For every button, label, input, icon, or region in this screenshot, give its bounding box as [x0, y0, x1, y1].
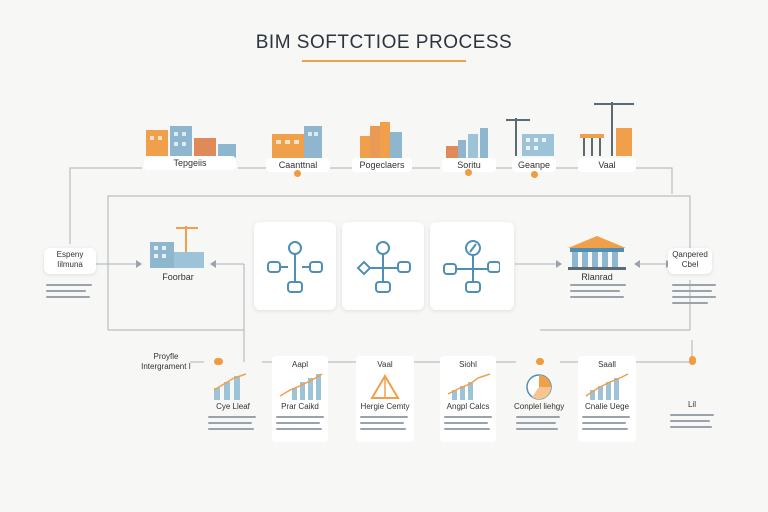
top-node-label: Geanpe: [517, 160, 551, 170]
line-chart-icon: [279, 373, 323, 400]
process-card-1[interactable]: [254, 222, 336, 310]
top-node-3: Pogeclaers: [352, 118, 412, 174]
middle-left-label: Proyfle Intergrament I: [141, 352, 191, 371]
accent-dot: [531, 171, 538, 178]
bottom-node-top-label: Aapl: [291, 360, 308, 369]
bottom-node-7: Lil: [666, 356, 718, 436]
bottom-node-label: Cye Lleaf: [216, 402, 250, 411]
process-card-3[interactable]: [430, 222, 514, 310]
top-node-1: Tepgeiis: [140, 118, 240, 172]
top-node-5: Geanpe: [500, 114, 560, 180]
top-node-label: Tepgeiis: [173, 158, 207, 168]
title-underline: [302, 60, 466, 62]
process-card-2[interactable]: [342, 222, 424, 310]
flow-compass-icon: [443, 240, 500, 293]
office-building-icon: [272, 126, 322, 158]
accent-dot: [465, 169, 472, 176]
right-output-label: Qanpered Cbel: [672, 250, 708, 269]
left-input-notes: [46, 284, 96, 298]
bottom-node-label: Angpl Calcs: [446, 402, 490, 411]
bottom-node-top-label: Siohl: [459, 360, 477, 369]
bottom-node-label: Conplel liehgy: [514, 402, 565, 411]
bottom-node-4: Siohl Angpl Calcs: [440, 356, 543, 442]
top-node-label: Soritu: [457, 160, 481, 170]
left-input-box: Espeny Iilmuna: [44, 248, 96, 274]
bottom-node-label: Prar Caikd: [281, 402, 319, 411]
top-node-6: Vaal: [574, 98, 638, 174]
tower-crane-icon: [580, 102, 634, 156]
city-skyline-icon: [446, 128, 488, 158]
pie-chart-icon: [526, 374, 552, 400]
bottom-node-2: Aapl Prar Caikd: [272, 356, 328, 442]
classic-building-icon: [568, 236, 626, 270]
accent-dot: [216, 358, 223, 365]
crane-building-icon: [506, 118, 554, 156]
triangle-icon: [370, 374, 400, 399]
bottom-node-top-label: Vaal: [377, 360, 393, 369]
top-node-label: Caanttnal: [278, 160, 318, 170]
right-building-label: Rlanrad: [581, 272, 613, 282]
accent-dot: [689, 358, 696, 365]
diagram-title: BIM SOFTCTIOE PROCESS: [255, 32, 513, 53]
left-input-label: Espeny Iilmuna: [56, 250, 84, 269]
accent-dot: [537, 358, 544, 365]
accent-dot: [294, 170, 301, 177]
flow-cycle-icon: [267, 241, 323, 293]
top-node-label: Vaal: [598, 160, 616, 170]
trend-chart-icon: [447, 373, 491, 400]
buildings-icon: [146, 126, 236, 158]
flow-diagram-icon: [356, 241, 411, 293]
top-node-label: Pogeclaers: [359, 160, 405, 170]
city-towers-icon: [360, 122, 402, 158]
growth-chart-icon: [585, 373, 629, 400]
bar-chart-icon: [213, 373, 247, 400]
bottom-node-label: Lil: [687, 400, 696, 409]
center-building-label: Foorbar: [162, 272, 194, 282]
right-output-notes: [672, 284, 720, 304]
bottom-node-3: Vaal Hergie Cemty: [356, 356, 414, 442]
right-building-node: Rlanrad: [562, 230, 632, 298]
right-output-box: Qanpered Cbel: [668, 248, 712, 274]
bottom-node-label: Cnalie Uege: [584, 402, 630, 411]
construction-building-icon: [150, 226, 204, 268]
top-node-4: Soritu: [440, 124, 498, 182]
bottom-node-6: Saall Cnalie Uege: [578, 356, 636, 442]
top-node-2: Caanttnal: [266, 118, 330, 180]
bottom-node-5: Conplel liehgy: [514, 364, 564, 442]
bottom-node-label: Hergie Cemty: [360, 402, 410, 411]
bottom-node-1: Cye Lleaf: [204, 358, 262, 442]
bottom-node-top-label: Saall: [598, 360, 616, 369]
center-building-node: Foorbar: [146, 224, 210, 286]
